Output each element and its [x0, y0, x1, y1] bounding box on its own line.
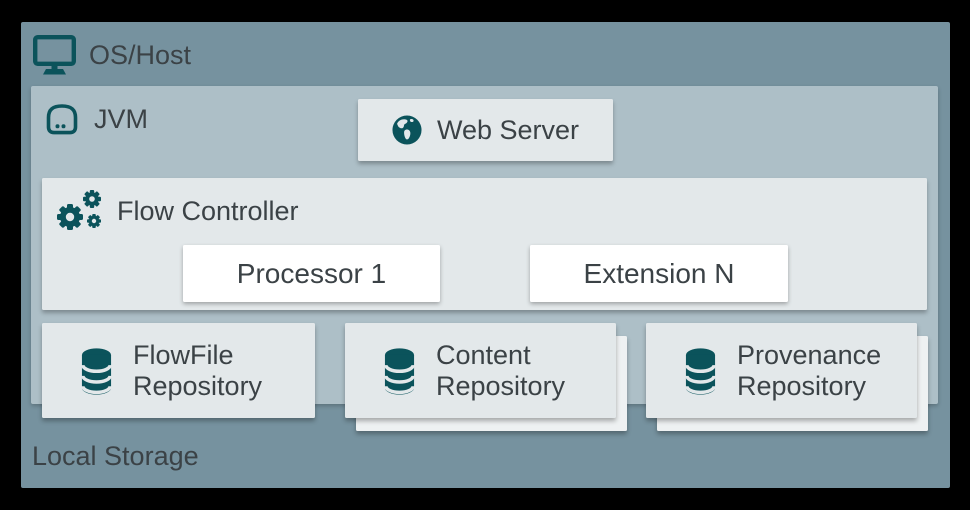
- provenance-repository-box: Provenance Repository: [646, 323, 917, 418]
- gears-icon: [57, 190, 101, 230]
- jvm-label: JVM: [94, 104, 148, 134]
- flowfile-repository-box: FlowFile Repository: [42, 323, 315, 418]
- database-icon: [685, 347, 716, 395]
- flow-controller-header: Flow Controller: [56, 188, 299, 234]
- processor-box: Processor 1: [183, 245, 440, 302]
- database-icon: [384, 347, 415, 395]
- web-server-label: Web Server: [436, 114, 580, 145]
- jvm-header: JVM: [45, 104, 148, 135]
- os-host-header: OS/Host: [33, 35, 191, 76]
- processor-label: Processor 1: [236, 257, 387, 289]
- flowfile-repository-label: FlowFile Repository: [133, 339, 263, 401]
- globe-icon: [392, 115, 422, 145]
- content-repository-box: Content Repository: [345, 323, 616, 418]
- flow-controller-label: Flow Controller: [117, 195, 299, 226]
- monitor-icon: [33, 35, 76, 75]
- flow-controller-box: Flow Controller Processor 1 Extension N: [42, 178, 927, 310]
- database-icon: [81, 347, 112, 395]
- extension-label: Extension N: [583, 257, 735, 289]
- web-server-box: Web Server: [358, 99, 613, 161]
- os-host-label: OS/Host: [89, 40, 192, 70]
- drive-icon: [46, 104, 78, 135]
- content-repository-label: Content Repository: [436, 339, 566, 401]
- provenance-repository-label: Provenance Repository: [737, 339, 882, 401]
- os-host-container: OS/Host JVM Web Server: [21, 22, 950, 488]
- local-storage-label: Local Storage: [32, 441, 199, 471]
- extension-box: Extension N: [530, 245, 788, 302]
